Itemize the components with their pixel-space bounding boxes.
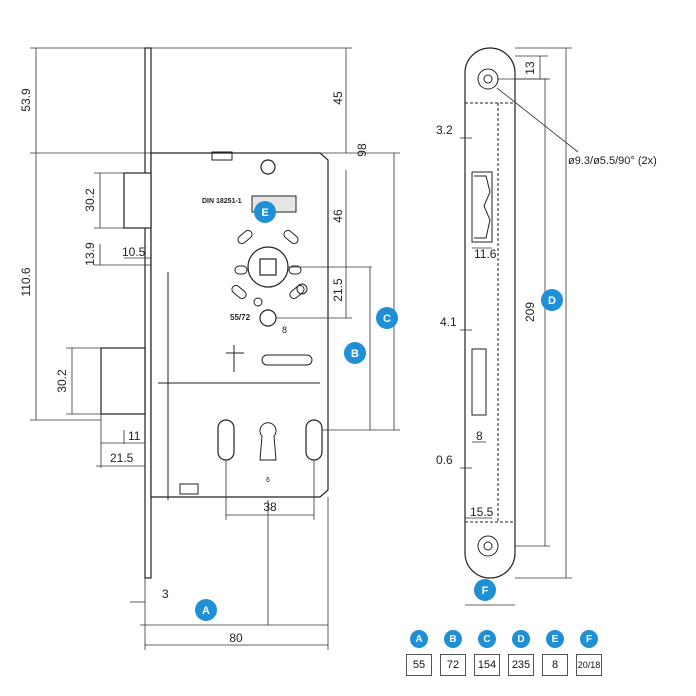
dim-11-6: 11.6 [474,247,497,261]
svg-text:C: C [383,313,391,325]
dim-110-6: 110.6 [19,267,33,296]
marker-f: F [474,579,496,601]
legend-item-e: E 8 [538,630,572,676]
dim-13: 13 [523,61,537,75]
dim-21-5-bolt: 21.5 [110,451,134,465]
svg-text:B: B [351,348,359,360]
marker-e: E [254,201,276,223]
legend-badge: B [444,630,462,648]
dim-209: 209 [523,302,537,322]
legend-item-c: C 154 [470,630,504,676]
dim-8: 8 [476,429,483,443]
faceplate-side [144,47,152,579]
spindle-size-label: 8 [282,325,287,335]
hole-spec: ø9.3/ø5.5/90° (2x) [568,155,657,167]
legend-item-b: B 72 [436,630,470,676]
legend-value: 154 [474,654,500,676]
legend-value: 235 [508,654,534,676]
legend-value: 20/18 [576,654,602,676]
legend-item-d: D 235 [504,630,538,676]
dim-98: 98 [355,143,369,157]
marker-c: C [376,307,398,329]
dim-30-2-bolt: 30.2 [55,369,69,393]
legend-value: 72 [440,654,466,676]
spindle-square [259,258,277,276]
legend-badge: E [546,630,564,648]
dim-11: 11 [128,429,141,443]
dim-3: 3 [162,587,169,601]
dim-15-5: 15.5 [470,505,494,519]
svg-text:A: A [202,605,210,617]
marker-d: D [541,289,563,311]
dim-46: 46 [331,209,345,223]
dim-80: 80 [229,631,243,645]
din-standard-label: DIN 18251-1 [202,198,242,205]
marker-a: A [195,599,217,621]
dim-45: 45 [331,91,345,105]
screw-hole-bottom [477,535,499,557]
keyhole [259,422,277,461]
svg-text:F: F [482,585,489,597]
dim-3-2: 3.2 [436,123,453,137]
legend-badge: D [512,630,530,648]
dim-6: 6 [266,477,270,484]
legend-item-f: F 20/18 [572,630,606,676]
dim-10-5: 10.5 [122,245,146,259]
legend-value: 8 [542,654,568,676]
legend-badge: C [478,630,496,648]
legend-badge: F [580,630,598,648]
dim-13-9: 13.9 [83,242,97,266]
legend-badge: A [410,630,428,648]
dim-30-2-latch: 30.2 [83,188,97,212]
legend-value: 55 [406,654,432,676]
svg-text:E: E [261,207,268,219]
dim-0-6: 0.6 [436,453,453,467]
dim-53-9: 53.9 [19,88,33,112]
spindle-hub [247,246,289,288]
bolt-opening [471,348,487,416]
dim-38: 38 [263,500,277,514]
dim-4-1: 4.1 [440,315,457,329]
legend-item-a: A 55 [402,630,436,676]
faceplate-front [464,47,516,579]
marker-b: B [344,342,366,364]
latch [123,172,152,229]
deadbolt [100,347,146,415]
dim-21-5-spindle: 21.5 [331,278,345,302]
svg-text:D: D [548,295,556,307]
backset-label: 55/72 [230,313,251,322]
dimension-legend: A 55 B 72 C 154 D 235 E 8 F 20/18 [402,630,606,676]
latch-opening [471,171,493,243]
